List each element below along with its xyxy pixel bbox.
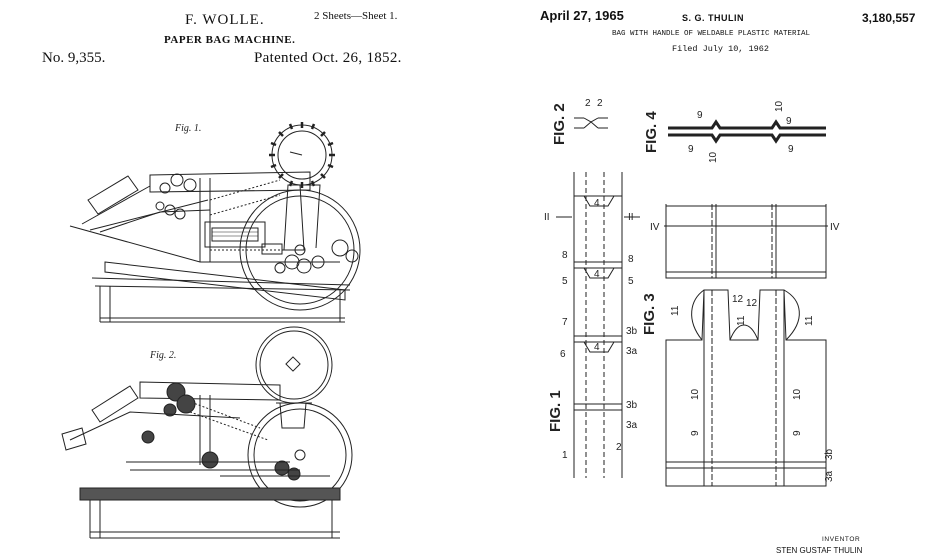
svg-text:3a: 3a [626,346,638,357]
svg-text:7: 7 [562,317,568,328]
svg-text:10: 10 [690,388,701,400]
bag-handle-drawing: FIG. 2 2 2 FIG. 4 9 9 10 10 9 9 [544,98,840,487]
fig1-strip [556,172,640,478]
svg-text:11: 11 [804,315,815,326]
svg-text:8: 8 [562,250,568,261]
svg-text:9: 9 [688,144,694,155]
svg-text:4: 4 [594,198,600,209]
fig2-label: FIG. 2 [551,103,568,145]
patent-number: 3,180,557 [862,11,916,25]
svg-text:8: 8 [628,254,634,265]
wolle-patent-sheet: F. WOLLE. 2 Sheets—Sheet 1. PAPER BAG MA… [42,10,402,539]
svg-text:9: 9 [697,110,703,121]
inventor-caption: INVENTOR [822,536,861,543]
patent-date: Patented Oct. 26, 1852. [254,50,402,66]
svg-text:2: 2 [585,98,591,109]
svg-text:9: 9 [792,430,803,436]
svg-text:12: 12 [746,298,758,309]
svg-text:3b: 3b [626,400,638,411]
svg-text:9: 9 [690,430,701,436]
svg-text:10: 10 [708,151,719,163]
fig3-bag [664,204,828,487]
svg-text:IV: IV [650,222,660,233]
filed-date: Filed July 10, 1962 [672,44,769,54]
patent-date: April 27, 1965 [540,8,624,23]
fig1-machine [69,122,361,323]
svg-text:5: 5 [628,276,634,287]
inventor-full-name: STEN GUSTAF THULIN [776,546,863,555]
svg-text:2: 2 [616,442,622,453]
inventor-name: F. WOLLE. [185,12,265,28]
svg-text:12: 12 [732,294,744,305]
patent-number: No. 9,355. [42,50,106,66]
svg-text:10: 10 [774,100,785,112]
patent-title: PAPER BAG MACHINE. [164,34,296,46]
svg-text:IV: IV [830,222,840,233]
svg-text:9: 9 [786,116,792,127]
svg-text:2: 2 [597,98,603,109]
svg-text:II: II [544,212,550,223]
inventor-name: S. G. THULIN [682,13,744,23]
svg-text:3b: 3b [824,448,835,460]
svg-text:11: 11 [670,305,681,316]
fig1-label: Fig. 1. [174,123,201,134]
svg-text:1: 1 [562,450,568,461]
svg-text:10: 10 [792,388,803,400]
fig3-label: FIG. 3 [641,293,658,335]
fig4-section [668,119,826,144]
svg-text:6: 6 [560,349,566,360]
svg-text:II: II [628,212,634,223]
svg-text:11: 11 [736,315,747,326]
svg-text:3a: 3a [626,420,638,431]
sheet-count: 2 Sheets—Sheet 1. [314,10,398,22]
fig1-label: FIG. 1 [547,390,564,432]
svg-text:3a: 3a [824,470,835,482]
svg-text:4: 4 [594,342,600,353]
svg-text:3b: 3b [626,326,638,337]
svg-text:9: 9 [788,144,794,155]
svg-text:4: 4 [594,269,600,280]
fig2-label: Fig. 2. [149,350,176,361]
paper-bag-machine-drawing: Fig. 1. [61,122,361,539]
fig2-machine [61,326,353,539]
svg-text:5: 5 [562,276,568,287]
fig4-label: FIG. 4 [643,111,660,153]
thulin-patent-sheet: April 27, 1965 S. G. THULIN 3,180,557 BA… [476,0,952,560]
fig2-section [574,117,608,129]
patent-title: BAG WITH HANDLE OF WELDABLE PLASTIC MATE… [612,30,811,38]
